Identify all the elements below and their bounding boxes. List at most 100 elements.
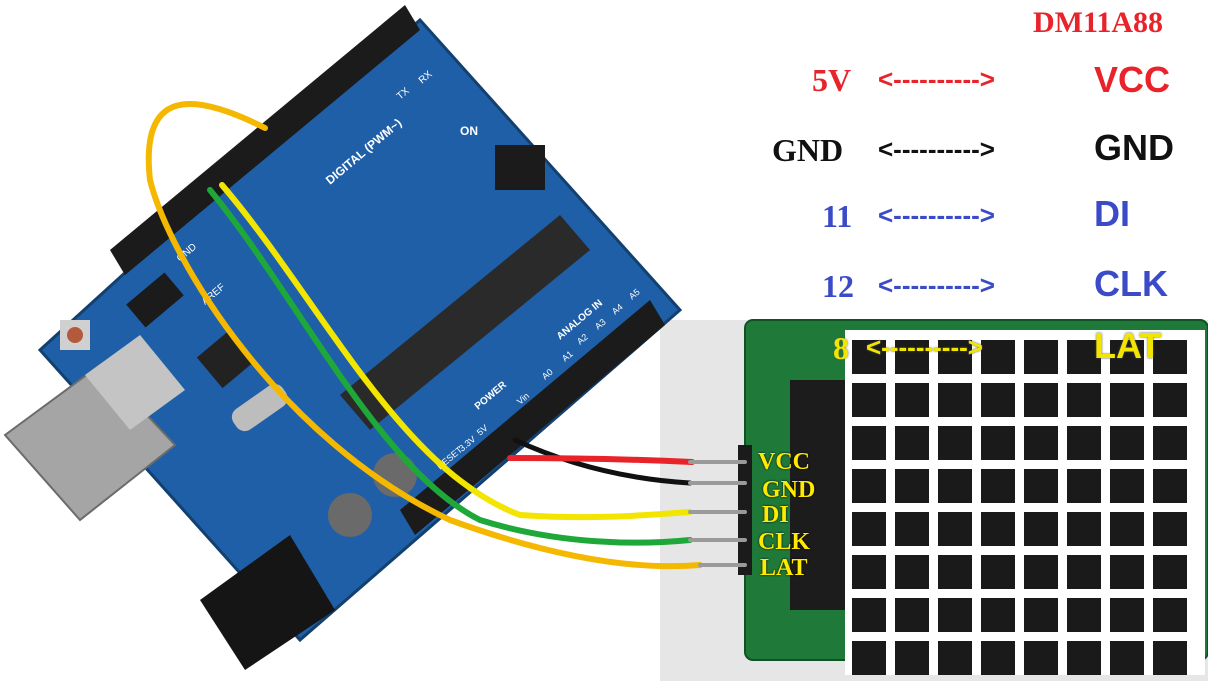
- led-cell: [1153, 555, 1187, 589]
- module-title: DM11A88: [1033, 6, 1163, 39]
- led-cell: [981, 512, 1015, 546]
- lat-wire: [145, 100, 703, 570]
- on-label: ON: [460, 124, 478, 138]
- mapping-left-12: 12: [822, 268, 854, 304]
- matrix-grid: [852, 340, 1187, 675]
- led-matrix-module: [738, 319, 1208, 675]
- pin-label-di: DI: [762, 502, 789, 528]
- led-cell: [938, 426, 972, 460]
- led-cell: [938, 598, 972, 632]
- led-cell: [1024, 598, 1058, 632]
- led-cell: [981, 555, 1015, 589]
- pin-label-gnd: GND: [762, 477, 816, 503]
- mapping-left-11: 11: [822, 198, 853, 234]
- led-cell: [1067, 598, 1101, 632]
- led-cell: [1067, 340, 1101, 374]
- led-cell: [852, 641, 886, 675]
- mapping-arrow-lat: <---------->: [866, 332, 983, 362]
- led-cell: [1110, 340, 1144, 374]
- power-jack: [200, 535, 335, 670]
- led-cell: [938, 340, 972, 374]
- led-cell: [895, 340, 929, 374]
- led-cell: [1067, 383, 1101, 417]
- led-cell: [1067, 555, 1101, 589]
- led-cell: [1153, 512, 1187, 546]
- led-cell: [1153, 340, 1187, 374]
- led-cell: [1153, 469, 1187, 503]
- led-cell: [1110, 426, 1144, 460]
- led-cell: [1110, 512, 1144, 546]
- led-cell: [1110, 641, 1144, 675]
- led-cell: [1024, 383, 1058, 417]
- mapping-left-5v: 5V: [812, 62, 852, 98]
- mapping-right-gnd: GND: [1094, 127, 1174, 168]
- led-cell: [981, 426, 1015, 460]
- led-cell: [1067, 426, 1101, 460]
- led-cell: [1024, 512, 1058, 546]
- arduino-board: DIGITAL (PWM~) ON TX RX AREF GND POWER A…: [3, 5, 683, 670]
- led-cell: [1024, 340, 1058, 374]
- led-cell: [852, 383, 886, 417]
- led-cell: [1110, 598, 1144, 632]
- mapping-arrow-gnd: <---------->: [878, 134, 995, 164]
- led-cell: [895, 555, 929, 589]
- led-cell: [1153, 641, 1187, 675]
- capacitor: [328, 493, 372, 537]
- mapping-right-lat: LAT: [1094, 325, 1162, 366]
- microcontroller-chip: [340, 215, 590, 430]
- mapping-arrow-vcc: <---------->: [878, 64, 995, 94]
- led-cell: [981, 340, 1015, 374]
- led-cell: [1024, 469, 1058, 503]
- led-cell: [895, 512, 929, 546]
- led-cell: [1067, 469, 1101, 503]
- power-analog-header: [400, 300, 665, 535]
- led-cell: [895, 469, 929, 503]
- di-wire: [219, 182, 693, 521]
- led-cell: [1067, 641, 1101, 675]
- mapping-arrow-di: <---------->: [878, 200, 995, 230]
- led-cell: [981, 469, 1015, 503]
- mapping-left-gnd: GND: [772, 132, 844, 168]
- led-cell: [1024, 426, 1058, 460]
- pin-label-lat: LAT: [760, 555, 808, 581]
- led-cell: [938, 383, 972, 417]
- led-cell: [1024, 641, 1058, 675]
- mapping-arrow-clk: <---------->: [878, 270, 995, 300]
- digital-header: [110, 5, 420, 275]
- pin-label-clk: CLK: [758, 529, 811, 555]
- led-cell: [852, 598, 886, 632]
- led-cell: [852, 340, 886, 374]
- led-cell: [1153, 598, 1187, 632]
- gnd-wire: [512, 437, 693, 486]
- icsp-header: [495, 145, 545, 190]
- led-cell: [895, 598, 929, 632]
- vcc-wire: [507, 455, 695, 465]
- driver-chip: [790, 380, 845, 610]
- led-cell: [981, 383, 1015, 417]
- led-cell: [938, 512, 972, 546]
- led-cell: [938, 641, 972, 675]
- led-cell: [1153, 426, 1187, 460]
- led-cell: [895, 426, 929, 460]
- led-cell: [1110, 555, 1144, 589]
- led-cell: [895, 641, 929, 675]
- mapping-right-di: DI: [1094, 193, 1130, 234]
- led-cell: [938, 469, 972, 503]
- led-cell: [1110, 383, 1144, 417]
- led-cell: [1153, 383, 1187, 417]
- led-cell: [852, 469, 886, 503]
- led-cell: [1110, 469, 1144, 503]
- clk-wire: [207, 187, 693, 546]
- pin-legs: [688, 460, 747, 567]
- crystal: [231, 384, 288, 432]
- pin-label-vcc: VCC: [758, 449, 810, 475]
- mapping-left-8: 8: [833, 330, 849, 366]
- wires: [145, 100, 747, 570]
- led-cell: [938, 555, 972, 589]
- mapping-right-vcc: VCC: [1094, 59, 1171, 100]
- led-cell: [1067, 512, 1101, 546]
- led-cell: [981, 598, 1015, 632]
- led-cell: [981, 641, 1015, 675]
- mapping-right-clk: CLK: [1094, 263, 1168, 304]
